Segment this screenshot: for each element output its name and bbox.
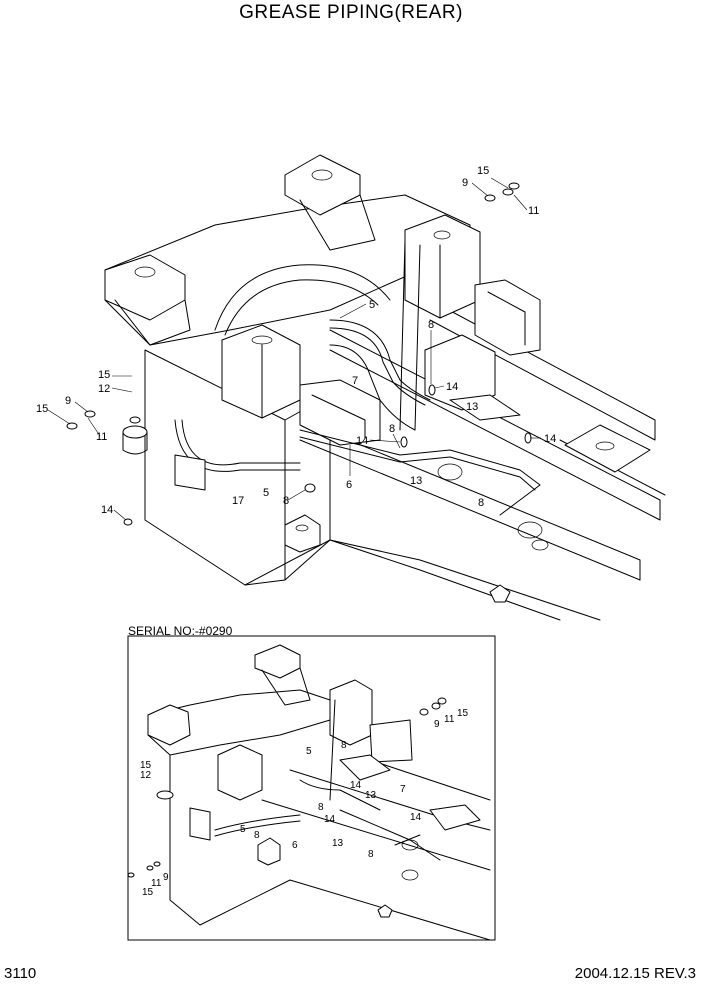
callout: 9 bbox=[434, 719, 440, 730]
callout: 14 bbox=[356, 435, 368, 447]
callout: 15 bbox=[98, 369, 110, 381]
callout: 13 bbox=[332, 838, 344, 849]
callout: 15 bbox=[36, 403, 48, 415]
callout: 11 bbox=[444, 714, 455, 725]
callout: 6 bbox=[292, 840, 298, 851]
callout: 11 bbox=[96, 431, 107, 443]
callout: 12 bbox=[140, 770, 152, 781]
callout: 12 bbox=[98, 383, 110, 395]
callout: 17 bbox=[232, 495, 244, 507]
callout: 15 bbox=[457, 708, 469, 719]
page-number: 3110 bbox=[4, 965, 37, 982]
callout: 15 bbox=[140, 760, 152, 771]
callout: 9 bbox=[462, 177, 468, 189]
callout: 14 bbox=[544, 433, 556, 445]
callout: 5 bbox=[369, 299, 375, 311]
callout: 9 bbox=[163, 872, 169, 883]
inset-drawing bbox=[127, 644, 491, 941]
callout: 5 bbox=[240, 824, 246, 835]
callout: 7 bbox=[352, 375, 358, 387]
callout: 8 bbox=[254, 830, 260, 841]
main-callouts: 15 9 11 5 8 14 13 7 14 8 14 13 6 17 5 8 … bbox=[36, 165, 556, 516]
callout: 13 bbox=[466, 401, 478, 413]
callout: 5 bbox=[263, 487, 269, 499]
main-frame-drawing bbox=[66, 154, 666, 621]
callout: 11 bbox=[151, 878, 162, 889]
callout: 15 bbox=[477, 165, 489, 177]
serial-label: SERIAL NO:-#0290 bbox=[128, 624, 233, 638]
callout: 15 bbox=[142, 887, 154, 898]
inset-callouts: 9 11 15 5 8 15 12 14 13 7 8 14 14 13 5 8… bbox=[140, 708, 469, 898]
callout: 8 bbox=[341, 740, 347, 751]
callout: 14 bbox=[324, 814, 336, 825]
callout: 5 bbox=[306, 746, 312, 757]
callout: 8 bbox=[283, 495, 289, 507]
callout: 14 bbox=[101, 504, 113, 516]
main-leaders bbox=[47, 177, 541, 521]
callout: 9 bbox=[65, 395, 71, 407]
callout: 6 bbox=[346, 479, 352, 491]
callout: 14 bbox=[350, 780, 362, 791]
callout: 8 bbox=[389, 423, 395, 435]
callout: 8 bbox=[428, 319, 434, 331]
page-title: GREASE PIPING(REAR) bbox=[239, 2, 463, 23]
callout: 14 bbox=[410, 812, 422, 823]
callout: 11 bbox=[528, 205, 539, 217]
callout: 8 bbox=[478, 497, 484, 509]
callout: 7 bbox=[400, 784, 406, 795]
callout: 14 bbox=[446, 381, 458, 393]
callout: 8 bbox=[318, 802, 324, 813]
callout: 13 bbox=[410, 475, 422, 487]
callout: 13 bbox=[365, 790, 377, 801]
inset-frame bbox=[127, 635, 496, 941]
revision-date: 2004.12.15 REV.3 bbox=[574, 965, 696, 982]
callout: 8 bbox=[368, 849, 374, 860]
